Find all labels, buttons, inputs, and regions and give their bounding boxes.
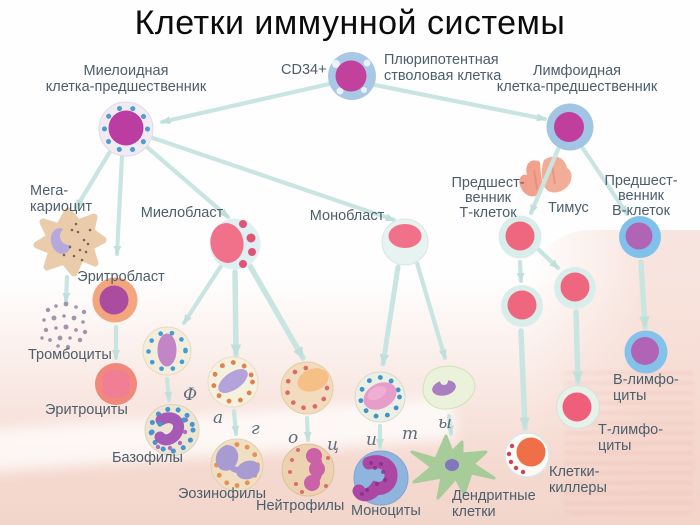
arrow-to-neutrophil — [303, 415, 312, 443]
arrow-layer — [62, 81, 650, 450]
label-dendritic-cells: Дендритные клетки — [452, 488, 536, 521]
basophil-cell — [144, 404, 200, 456]
erythrocyte-cell — [95, 363, 137, 405]
arrow-to-eosinophil — [231, 408, 240, 437]
phagocytes-letter-y: ы — [438, 413, 452, 433]
arrow-myeloid-to-megakaryocyte — [73, 147, 114, 211]
label-neutrophils: Нейтрофилы — [256, 498, 345, 514]
lymphoid-progenitor-cell — [546, 103, 594, 151]
label-megakaryocyte: Мега- кариоцит — [30, 183, 93, 216]
megakaryocyte-cell — [33, 207, 107, 277]
myeloid-progenitor-cell — [98, 101, 154, 157]
arrow-megakaryocyte-to-platelets — [62, 274, 71, 304]
arrow-to-t-lymphocyte — [572, 309, 583, 385]
arrow-monoblast-to-promonocyte — [379, 264, 401, 367]
monoblast-cell — [381, 218, 429, 266]
arrow-to-killer-cell — [518, 328, 530, 431]
phagocytes-letter-a: а — [213, 408, 224, 428]
arrow-myeloid-to-erythroblast — [113, 153, 125, 257]
phagocytes-letter-t: т — [402, 424, 419, 444]
b-lymphocyte-cell — [624, 330, 668, 374]
label-t-precursor: Предшест- венник Т-клеток — [451, 175, 525, 222]
arrow-t-precursor-to-thymus-cell — [535, 246, 561, 271]
label-myeloblast: Миелобласт — [140, 205, 224, 221]
arrow-myeloblast-to-eosinophil-precursor — [230, 269, 242, 358]
t-precursor-cell-2 — [501, 285, 543, 327]
t-precursor-cell — [498, 215, 542, 259]
arrow-myeloblast-to-neutrophil-precursor — [247, 263, 306, 361]
dendritic-cell — [410, 434, 496, 500]
neutrophil-precursor-cell — [280, 361, 334, 415]
arrow-to-basophil — [164, 376, 173, 403]
arrow-lymphoid-to-b-precursor — [579, 144, 630, 217]
arrow-myeloblast-to-basophil-precursor — [181, 263, 224, 326]
neutrophil-cell — [281, 443, 335, 497]
phagocytes-letter-o: о — [288, 428, 299, 448]
arrow-to-b-lymphocyte — [638, 259, 650, 330]
thymus-stage-cell — [554, 267, 596, 309]
label-eosinophils: Эозинофилы — [178, 486, 267, 502]
phagocytes-letter-i: и — [366, 430, 377, 450]
label-erythroblast: Эритробласт — [77, 269, 165, 285]
label-b-precursor: Предшест- венник В-клеток — [604, 173, 678, 220]
myeloblast-cell — [209, 218, 261, 270]
arrow-stem-to-lymphoid — [372, 82, 548, 122]
stem-cell — [328, 52, 376, 100]
label-t-lymphocytes: Т-лимфо- циты — [598, 422, 664, 455]
dendritic-precursor-cell — [422, 365, 476, 410]
eosinophil-precursor-cell — [207, 356, 259, 408]
diagram-title: Клетки иммунной системы — [134, 4, 566, 42]
erythroblast-cell — [92, 277, 138, 323]
label-killer-cells: Клетки- киллеры — [549, 464, 607, 497]
arrow-t-precursor-down — [516, 259, 525, 284]
arrow-to-dendritic-cell — [446, 413, 455, 437]
label-myeloid-progenitor: Миелоидная клетка-предшественник — [45, 63, 207, 96]
b-precursor-cell — [619, 216, 661, 258]
basophil-precursor-cell — [142, 326, 192, 376]
label-pluripotent-stem-cell: Плюрипотентная стволовая клетка — [384, 52, 502, 85]
label-lymphoid-progenitor: Лимфоидная клетка-предшественник — [496, 63, 658, 96]
monocyte-cell — [352, 450, 409, 506]
eosinophil-cell — [210, 438, 264, 492]
arrow-stem-to-myeloid — [159, 81, 332, 125]
promonocyte-cell — [354, 371, 406, 423]
label-thymus: Тимус — [548, 200, 589, 216]
arrow-lymphoid-to-t-precursor — [528, 144, 562, 216]
arrow-monoblast-to-dendritic-precursor — [414, 260, 448, 361]
phagocytes-letter-g: г — [251, 419, 260, 439]
phagocytes-letter-f: Ф — [183, 385, 198, 405]
label-monoblast: Монобласт — [309, 208, 385, 224]
phagocytes-letter-ts: ц — [327, 435, 339, 455]
arrow-myeloid-to-monoblast — [150, 135, 397, 223]
t-lymphocyte-cell — [556, 385, 600, 429]
label-b-lymphocytes: В-лимфо- циты — [613, 372, 679, 405]
label-monocytes: Моноциты — [351, 503, 421, 519]
label-platelets: Тромбоциты — [28, 347, 112, 363]
label-erythrocytes: Эритроциты — [45, 402, 128, 418]
label-cd34: CD34+ — [281, 62, 327, 78]
killer-cell — [504, 432, 550, 478]
arrow-myeloid-to-myeloblast — [144, 144, 231, 220]
label-basophils: Базофилы — [112, 450, 183, 466]
platelets-cluster — [40, 301, 88, 350]
